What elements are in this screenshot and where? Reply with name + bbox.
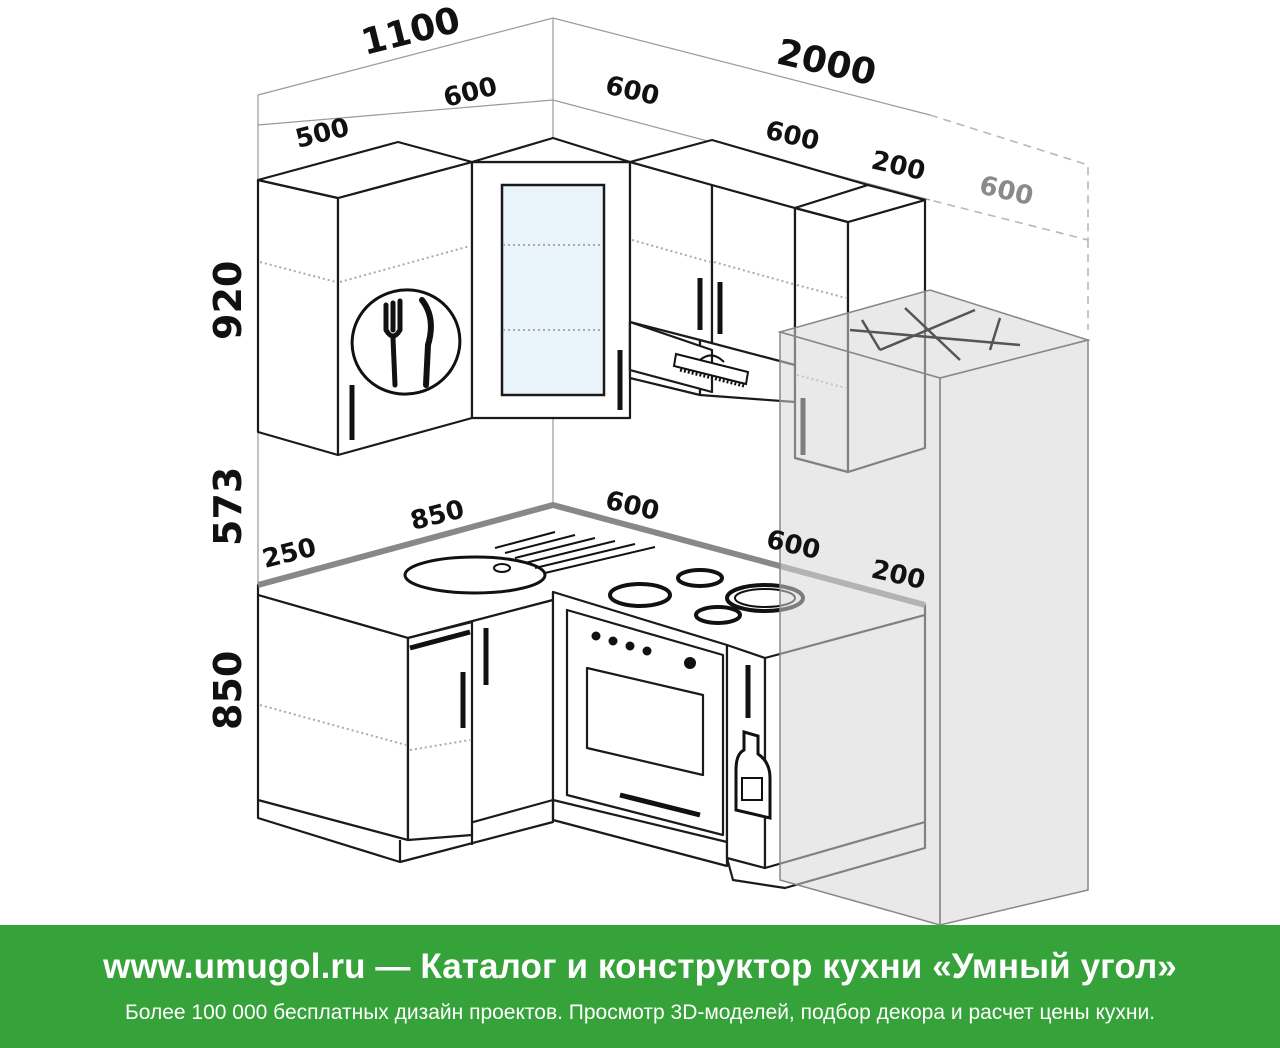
dim-upper-left-500: 500 [292, 113, 352, 155]
base-cabinet-left [256, 593, 555, 864]
dim-upper-left-600: 600 [440, 72, 500, 114]
dim-upper-right-200: 200 [868, 146, 928, 187]
oven-cabinet [551, 590, 729, 868]
dim-upper-height: 920 [206, 261, 250, 340]
sink [403, 531, 656, 595]
dim-upper-right-600b: 600 [762, 116, 822, 157]
footer-banner: www.umugol.ru — Каталог и конструктор ку… [0, 925, 1280, 1048]
footer-subtitle: Более 100 000 бесплатных дизайн проектов… [124, 1001, 1156, 1024]
dim-total-right: 2000 [773, 32, 880, 94]
footer-title[interactable]: www.umugol.ru — Каталог и конструктор ку… [103, 947, 1177, 986]
cutlery-icon [350, 288, 462, 396]
snowflake-icon [849, 307, 1021, 361]
dim-fridge-600: 600 [976, 171, 1036, 212]
upper-cabinet-left [256, 140, 474, 457]
fridge-outline [929, 114, 1089, 330]
upper-cabinet-corner [470, 136, 632, 420]
dim-gap-height: 573 [206, 467, 250, 546]
fridge [777, 289, 1091, 925]
dim-total-left: 1100 [357, 0, 464, 64]
dim-upper-right-600a: 600 [602, 71, 662, 112]
kitchen-diagram: 1100 2000 500 600 600 600 200 600 920 57… [206, 0, 1091, 925]
dim-base-height: 850 [206, 651, 250, 730]
